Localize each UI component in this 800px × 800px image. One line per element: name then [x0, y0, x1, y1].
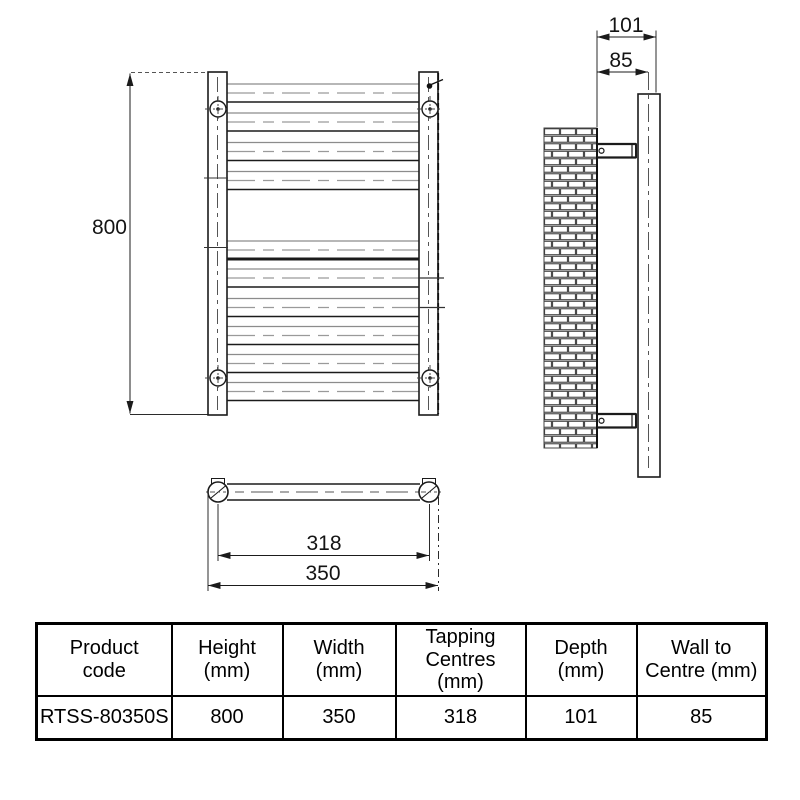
cell-height: 800: [170, 694, 284, 741]
width-dim-label: 350: [305, 562, 340, 585]
depth-dimension: 101: [596, 14, 657, 127]
tapping-centres-dimension: 318: [217, 504, 430, 561]
cell-product-code: RTSS-80350S: [35, 694, 173, 741]
wall-to-centre-dimension: 85: [597, 49, 648, 76]
bleed-valve: [426, 78, 444, 89]
wall-brackets: [597, 142, 637, 429]
col-header-product-code: Product code: [35, 622, 173, 697]
ladder-rungs: [227, 83, 419, 402]
col-header-height: Height (mm): [170, 622, 284, 697]
plan-left-tube-section: [207, 478, 229, 503]
width-dimension: 350: [207, 494, 439, 591]
spec-table-header-row: Product code Height (mm) Width (mm) Tapp…: [35, 622, 768, 697]
col-header-wall-to-centre: Wall to Centre (mm): [635, 622, 768, 697]
col-header-depth: Depth (mm): [524, 622, 638, 697]
side-tube: [637, 93, 661, 478]
mounting-bracket-circles: [205, 96, 443, 391]
cell-wall-to-centre: 85: [635, 694, 768, 741]
cell-depth: 101: [524, 694, 638, 741]
depth-dim-label: 101: [608, 14, 643, 37]
cell-tapping-centres: 318: [394, 694, 527, 741]
wall-to-centre-dim-label: 85: [609, 49, 632, 72]
height-dim-label: 800: [92, 216, 127, 239]
side-view: 101 85: [543, 14, 661, 478]
cell-width: 350: [281, 694, 397, 741]
plan-right-tube-section: [418, 478, 440, 503]
front-view: 800: [92, 71, 445, 416]
col-header-width: Width (mm): [281, 622, 397, 697]
col-header-tapping-centres: Tapping Centres (mm): [394, 622, 527, 697]
plan-view: 318 350: [206, 478, 441, 591]
spec-table: Product code Height (mm) Width (mm) Tapp…: [35, 622, 768, 741]
spec-table-value-row: RTSS-80350S 800 350 318 101 85: [35, 694, 768, 741]
brick-wall: [543, 127, 598, 449]
tapping-centres-dim-label: 318: [306, 532, 341, 555]
